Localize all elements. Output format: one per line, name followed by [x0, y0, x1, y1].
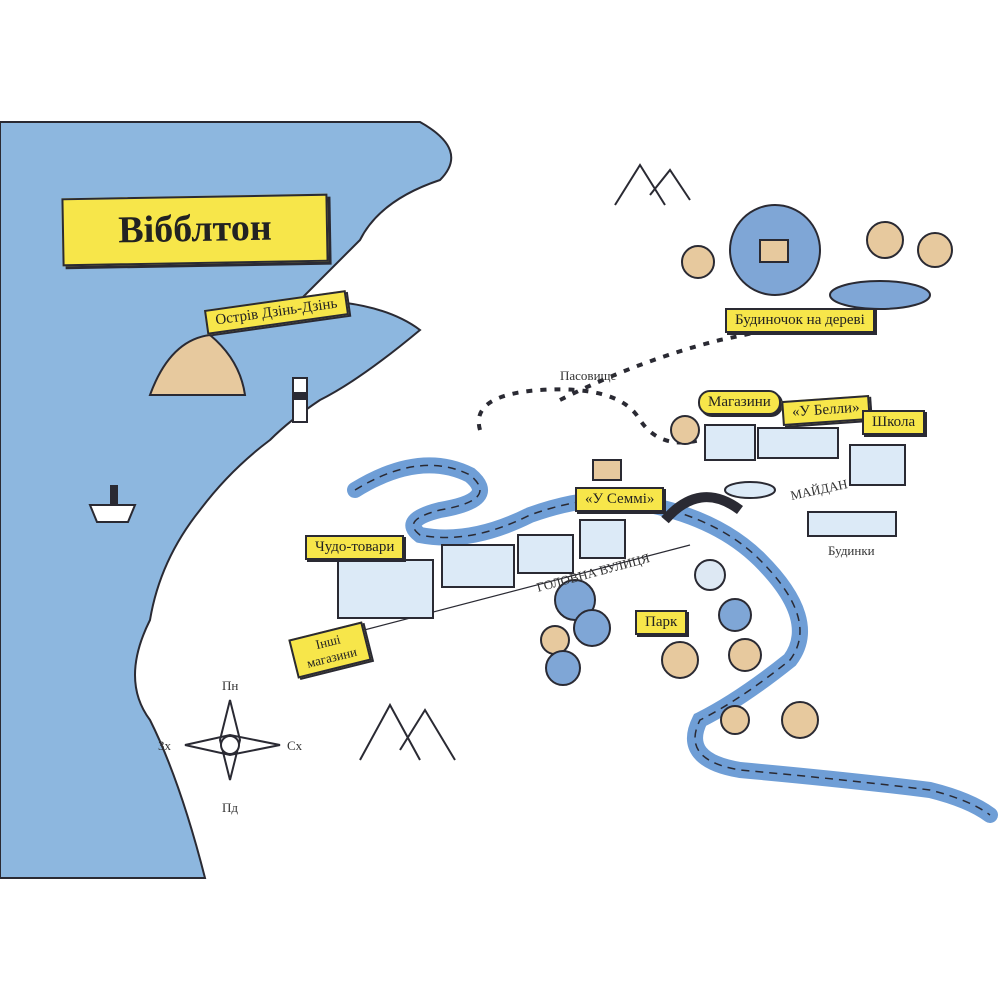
label-pasture[interactable]: Пасовище — [560, 368, 617, 383]
label-school[interactable]: Школа — [862, 410, 926, 435]
bridge-icon — [661, 492, 743, 524]
label-houses[interactable]: Будинки — [828, 543, 875, 558]
label-treehouse[interactable]: Будиночок на дереві — [725, 308, 875, 333]
island — [148, 333, 247, 396]
compass-south: Пд — [222, 800, 239, 815]
label-shops[interactable]: Магазини — [698, 390, 781, 415]
lighthouse-icon — [292, 377, 308, 423]
mountains — [359, 163, 691, 761]
cafe-cup-icon — [592, 459, 622, 481]
town-title-banner: Вібблтон — [61, 193, 329, 267]
river-outline — [354, 464, 991, 816]
compass-rose-icon — [184, 699, 281, 781]
label-wonder-goods[interactable]: Чудо-товари — [305, 535, 405, 560]
main-street — [344, 544, 691, 636]
fountain-icon — [724, 481, 776, 499]
pond — [829, 280, 931, 310]
compass-north: Пн — [222, 678, 239, 693]
label-park[interactable]: Парк — [635, 610, 688, 635]
buildings — [337, 424, 906, 619]
ship-icon — [88, 485, 137, 523]
treehouse-tree-icon — [729, 204, 821, 296]
label-sammys[interactable]: «У Семмі» — [575, 487, 665, 512]
compass-east: Сх — [287, 738, 303, 753]
trees — [540, 221, 953, 739]
compass-west: Зх — [158, 738, 172, 753]
